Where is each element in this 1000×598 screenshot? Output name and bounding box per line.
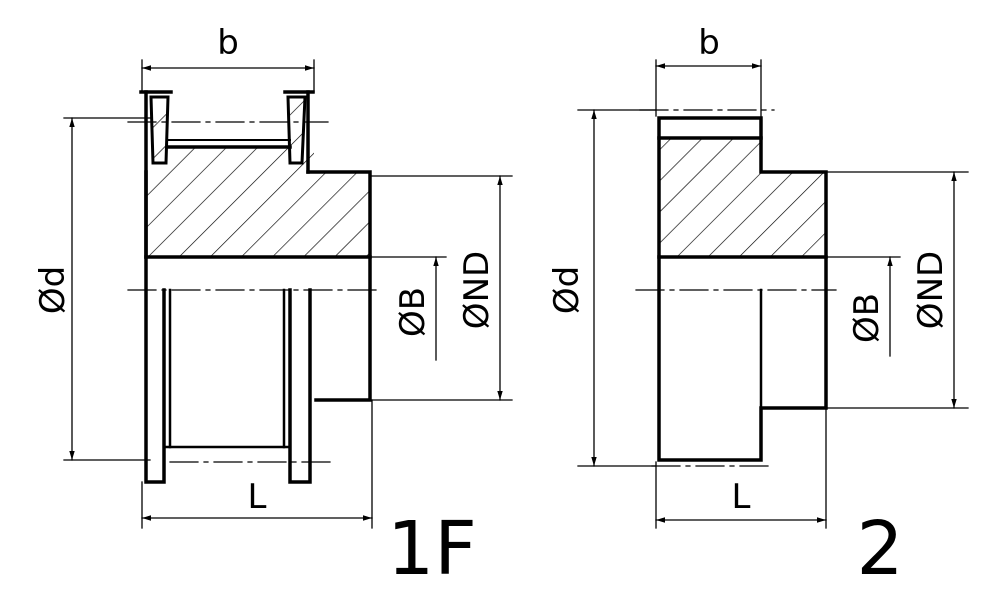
bore-diameter-label-1f: ØB [393, 287, 433, 337]
length-l-label-2: L [732, 477, 751, 517]
width-b-label-2: b [698, 23, 720, 63]
dimension-lines-2 [591, 63, 957, 523]
section-hatching-1f [147, 97, 370, 257]
length-l-label-1f: L [248, 477, 267, 517]
flange-left-1f [139, 90, 173, 484]
type-1f-label: 1F [387, 506, 477, 592]
width-b-label-1f: b [217, 23, 239, 63]
type-2-label: 2 [856, 506, 903, 592]
center-lines-1f [127, 121, 381, 463]
hub-diameter-label-1f: ØND [457, 251, 497, 329]
dimension-lines-1f [69, 65, 503, 521]
pulley-type-2: b Ød ØB ØND L 2 [547, 23, 969, 592]
pulley-type-1f: b Ød ØB ØND L 1F [33, 23, 513, 592]
hub-diameter-label-2: ØND [911, 251, 951, 329]
bore-diameter-label-2: ØB [847, 293, 887, 343]
section-hatching-2 [659, 138, 825, 258]
extension-lines-2 [577, 59, 969, 529]
diameter-d-label-2: Ød [547, 266, 587, 314]
pulley-outline-2 [657, 116, 828, 462]
center-lines-2 [635, 109, 837, 467]
teeth-outline-1f [144, 139, 372, 449]
diameter-d-label-1f: Ød [33, 266, 73, 314]
